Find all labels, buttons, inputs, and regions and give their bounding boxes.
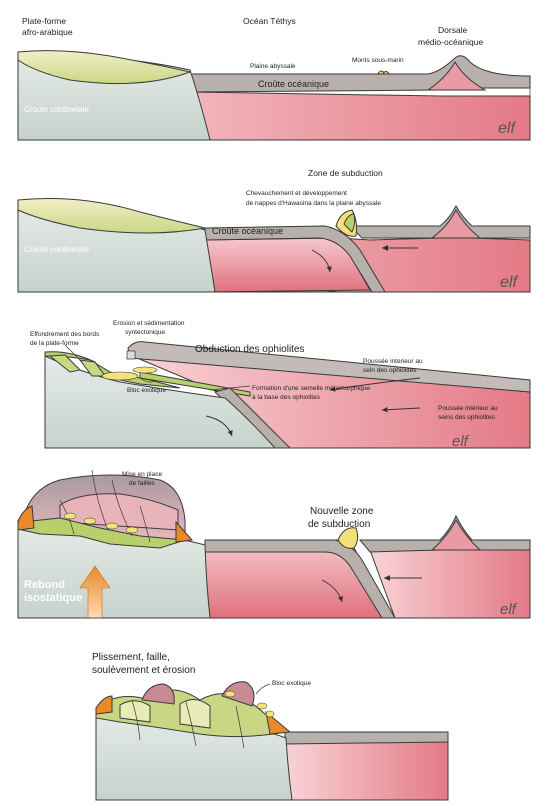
ridge <box>430 208 482 239</box>
collapse-label: de la plate-forme <box>30 340 79 347</box>
signature: elf <box>500 601 518 618</box>
folding-title: soulèvement et érosion <box>92 665 195 676</box>
platform-label: Plate-forme <box>22 16 66 26</box>
new-subduction-title: Nouvelle zone <box>310 506 374 517</box>
fault <box>131 699 141 741</box>
signature: elf <box>498 120 516 137</box>
sole-label: à la base des ophiolites <box>252 394 321 401</box>
seamount <box>382 71 390 75</box>
new-subduction-title: de subduction <box>308 519 370 530</box>
panel-2: Zone de subduction Chevauchement et déve… <box>17 168 531 293</box>
oceanic-crust-label: Croûte océanique <box>212 226 283 236</box>
panel-1: Plate-forme afro-arabique Océan Téthys D… <box>17 16 531 141</box>
panel-frame <box>95 708 449 801</box>
nodules <box>256 702 268 710</box>
platform-blocks <box>21 517 186 549</box>
leader-line <box>255 683 271 695</box>
signature: elf <box>452 433 470 450</box>
orange-sediments <box>95 695 113 715</box>
push-arrow <box>381 407 421 413</box>
fault <box>235 705 245 749</box>
exotic-block <box>126 350 136 360</box>
seamounts-label: Monts sous-marin <box>352 57 404 64</box>
faults-label: de failles <box>129 480 155 487</box>
faults-label: Mise en place <box>122 471 162 478</box>
sole-label: Formation d'une semelle métamorphique <box>252 385 370 392</box>
nappes <box>337 527 359 549</box>
erosion-label: syntectonique <box>125 329 165 336</box>
leader-line <box>209 385 251 391</box>
abyssal-label: Plaine abyssale <box>250 63 296 70</box>
mantle-flow-arrow <box>205 415 233 437</box>
nodules <box>265 710 275 718</box>
push-lower-label: seins des ophiolites <box>438 414 495 421</box>
nodules <box>125 526 139 534</box>
isostatic-rebound-arrow <box>79 565 111 619</box>
erosion-label: Erosion et sédimentation <box>113 320 185 327</box>
ophiolite-klippe <box>221 681 255 707</box>
ridge-label: médio-océanique <box>418 37 483 47</box>
push-upper-label: sein des ophiolites <box>363 367 417 374</box>
ocean-label: Océan Téthys <box>243 16 296 26</box>
platform <box>17 198 206 234</box>
nodules <box>63 512 77 520</box>
mantle <box>284 739 449 801</box>
orange-sediments <box>265 710 292 735</box>
platform-label: afro-arabique <box>22 27 73 37</box>
nappes-label: Chevauchement et développement <box>246 190 347 197</box>
exotic-block-label: Bloc exotique <box>272 680 311 687</box>
panel-frame <box>17 200 531 293</box>
oceanic-crust <box>284 731 449 745</box>
exotic-block-label: Bloc exotique <box>127 387 166 394</box>
continental-crust-label: Croute continetale <box>24 105 89 114</box>
continental-crust-label: Croûte continetale <box>24 245 89 254</box>
panel-5: Plissement, faille, soulèvement et érosi… <box>92 652 449 801</box>
orange-sediments <box>175 520 194 543</box>
fault <box>185 701 197 747</box>
leader-line <box>64 344 81 361</box>
subduction-title: Zone de subduction <box>308 168 383 178</box>
panel-frame <box>17 520 531 619</box>
push-upper-label: Poussée interieur au <box>363 358 423 365</box>
nodules <box>105 522 119 530</box>
fault <box>139 505 151 543</box>
folding-title: Plissement, faille, <box>92 652 170 663</box>
leader-line <box>139 377 157 383</box>
mantle-flow-arrow <box>321 579 344 603</box>
hawasina-nappes <box>343 213 356 233</box>
panel-3: Erosion et sédimentation syntectonique E… <box>30 320 531 450</box>
continental-crust <box>44 355 277 449</box>
nodules <box>83 517 97 525</box>
ridge <box>426 60 487 91</box>
nodules <box>224 690 236 698</box>
panel-4: Mise en place de failles Nouvelle zone d… <box>17 469 531 619</box>
ridge <box>430 518 482 551</box>
syntectonic-sediments <box>101 371 139 381</box>
mantle-flow-arrow <box>311 249 332 273</box>
rebound-label: Rebond <box>24 579 65 591</box>
platform <box>17 50 192 85</box>
panel-frame <box>44 356 531 449</box>
orange-sediments <box>17 505 35 531</box>
oceanic-crust-label: Croûte océanique <box>258 79 329 89</box>
ridge-label: Dorsale <box>438 25 468 35</box>
panel-frame <box>17 52 531 141</box>
push-arrow <box>329 377 421 392</box>
nappes-label: de nappes d'Hawasina dans la plaine abys… <box>246 200 381 207</box>
syntectonic-sediments <box>132 366 158 374</box>
push-lower-label: Poussée intérieur au <box>438 405 498 412</box>
obduction-title: Obduction des ophiolites <box>195 344 305 355</box>
ophiolite-klippe <box>141 683 175 705</box>
rebound-label: isostatique <box>24 592 82 604</box>
collapse-label: Effondrement des bords <box>30 331 100 338</box>
signature: elf <box>500 274 518 291</box>
